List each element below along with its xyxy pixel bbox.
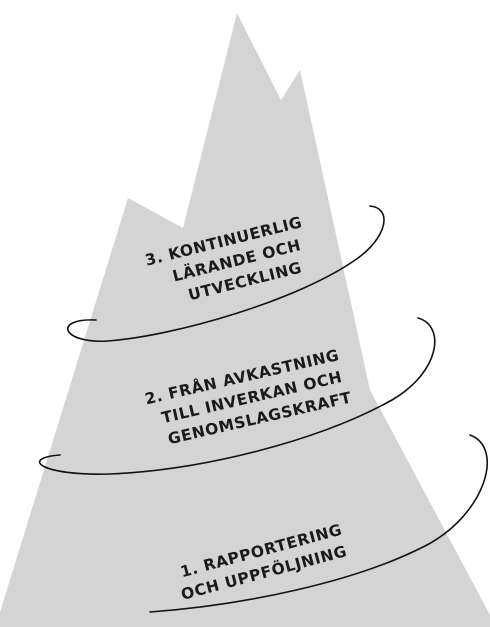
spiral-rope-middle [38, 317, 436, 475]
spiral-rope-bottom [149, 434, 488, 613]
spiral-rope-top [66, 205, 385, 342]
mountain-shape [0, 13, 490, 627]
